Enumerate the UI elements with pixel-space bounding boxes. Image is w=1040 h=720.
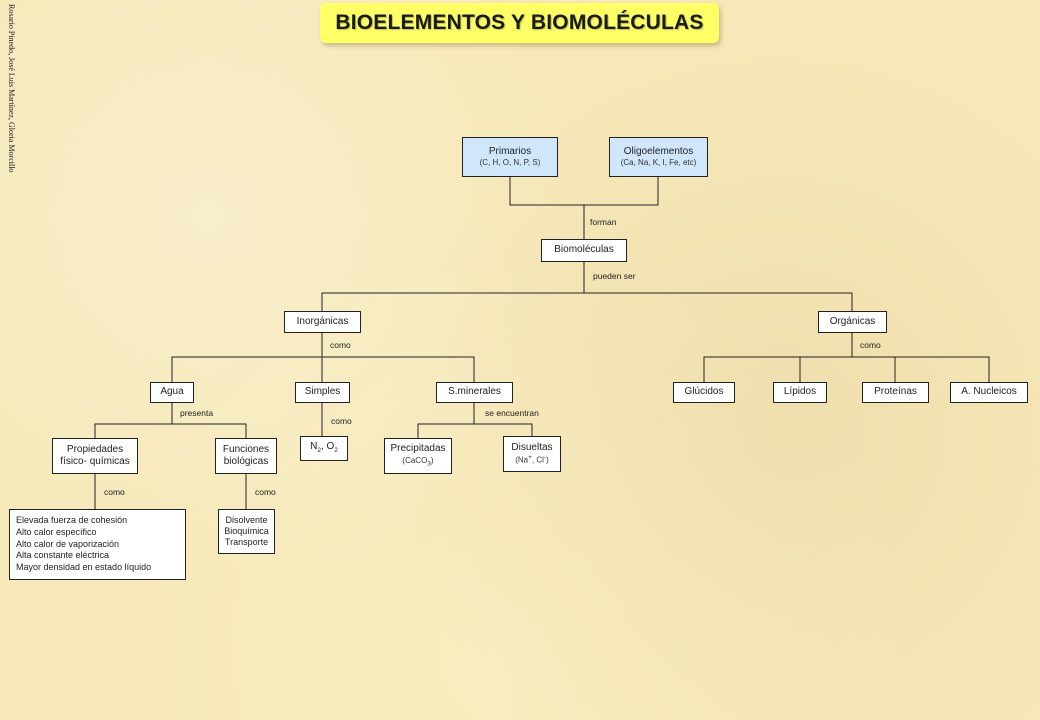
node-proteinas-label: Proteínas: [874, 386, 917, 398]
list-item: Transporte: [224, 537, 269, 548]
diagram-title: BIOELEMENTOS Y BIOMOLÉCULAS: [320, 3, 719, 43]
node-lipidos-label: Lípidos: [783, 386, 817, 398]
node-funciones-list: Disolvente Bioquímica Transporte: [218, 509, 275, 554]
node-disueltas: Disueltas (Na+, Cl-): [503, 436, 561, 472]
node-simples: Simples: [295, 382, 350, 403]
list-item: Mayor densidad en estado líquido: [16, 562, 152, 573]
node-biomoleculas-label: Biomoléculas: [554, 244, 614, 256]
connector-como-simples: como: [331, 416, 352, 426]
node-proteinas: Proteínas: [862, 382, 929, 403]
node-propiedades: Propiedades físico- químicas: [52, 438, 138, 474]
node-funciones-line1: Funciones: [222, 443, 270, 455]
node-organicas-label: Orgánicas: [829, 315, 876, 327]
list-item: Alto calor específico: [16, 526, 97, 537]
node-funciones-line2: biológicas: [223, 456, 269, 467]
connector-como-funciones: como: [255, 487, 276, 497]
node-propiedades-line1: Propiedades: [66, 443, 124, 455]
list-item: Alta constante eléctrica: [16, 550, 110, 561]
node-oligoelementos-label: Oligoelementos: [623, 145, 694, 157]
node-sminerales: S.minerales: [436, 382, 513, 403]
node-propiedades-list: Elevada fuerza de cohesión Alto calor es…: [9, 509, 186, 580]
node-inorganicas-label: Inorgánicas: [296, 315, 349, 327]
connector-forman: forman: [590, 217, 617, 227]
node-simples-label: Simples: [304, 386, 341, 398]
node-disueltas-sub: (Na+, Cl-): [515, 454, 549, 466]
node-funciones: Funciones biológicas: [215, 438, 277, 474]
node-glucidos: Glúcidos: [673, 382, 735, 403]
node-precipitadas-sub: (CaCO3): [402, 455, 434, 468]
node-acidos-nucleicos: A. Nucleicos: [950, 382, 1028, 403]
connector-como-inorganicas: como: [330, 340, 351, 350]
node-agua-label: Agua: [160, 386, 184, 398]
connector-como-organicas: como: [860, 340, 881, 350]
node-disueltas-label: Disueltas: [511, 441, 553, 453]
connector-se-encuentran: se encuentran: [485, 408, 539, 418]
connector-pueden-ser: pueden ser: [593, 271, 636, 281]
node-primarios-label: Primarios: [488, 145, 532, 157]
node-agua: Agua: [150, 382, 194, 403]
connector-presenta: presenta: [180, 408, 214, 418]
node-inorganicas: Inorgánicas: [284, 311, 361, 333]
list-item: Disolvente: [225, 514, 268, 525]
node-precipitadas-label: Precipitadas: [390, 443, 446, 455]
node-propiedades-line2: físico- químicas: [60, 456, 130, 467]
node-n2-o2-formula: N2, O2: [310, 441, 338, 455]
node-oligoelementos: Oligoelementos (Ca, Na, K, I, Fe, etc): [609, 137, 708, 177]
node-oligoelementos-sub: (Ca, Na, K, I, Fe, etc): [620, 158, 697, 168]
node-organicas: Orgánicas: [818, 311, 887, 333]
list-item: Bioquímica: [224, 525, 269, 536]
node-biomoleculas: Biomoléculas: [541, 239, 627, 262]
node-n2-o2: N2, O2: [300, 436, 348, 461]
node-lipidos: Lípidos: [773, 382, 827, 403]
list-item: Alto calor de vaporización: [16, 538, 120, 549]
node-glucidos-label: Glúcidos: [684, 386, 724, 398]
node-acidos-nucleicos-label: A. Nucleicos: [961, 386, 1017, 398]
connector-como-propiedades: como: [104, 487, 125, 497]
node-sminerales-label: S.minerales: [448, 386, 501, 398]
author-credits: Rosario Pinedo, José Luis Martínez, Glor…: [7, 4, 16, 173]
node-primarios-sub: (C, H, O, N, P, S): [479, 158, 541, 168]
node-primarios: Primarios (C, H, O, N, P, S): [462, 137, 558, 177]
list-item: Elevada fuerza de cohesión: [16, 514, 128, 525]
node-precipitadas: Precipitadas (CaCO3): [384, 438, 452, 474]
